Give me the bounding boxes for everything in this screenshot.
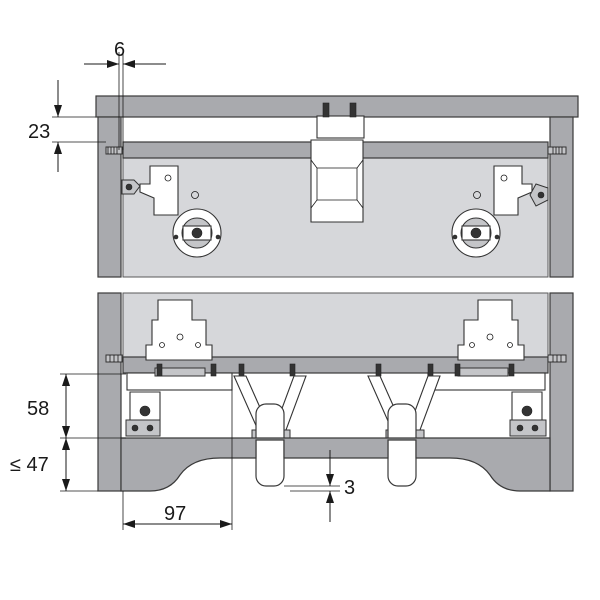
left-side-panel-lower <box>97 292 122 492</box>
left-wheel <box>255 403 285 487</box>
top-panel <box>95 95 579 118</box>
base-plinth <box>120 437 551 492</box>
right-cam-fitting <box>451 208 501 258</box>
right-castor <box>367 375 441 487</box>
left-side-panel-upper <box>97 116 122 278</box>
right-runner <box>427 367 547 437</box>
dim-top-gap: 6 <box>84 39 166 150</box>
dim-top-height: 23 <box>28 80 106 172</box>
left-runner <box>125 367 233 437</box>
right-lower-bracket <box>457 299 525 361</box>
bottom-rail-screw-left <box>105 354 123 363</box>
dim-floor-clearance-label: ≤ 47 <box>10 454 49 476</box>
bottom-rail-screw-right <box>547 354 567 363</box>
left-cam-fitting <box>172 208 222 258</box>
right-wheel <box>387 403 417 487</box>
right-side-panel-lower <box>549 292 574 492</box>
left-upper-bracket <box>121 165 199 216</box>
dim-runner-height-label: 58 <box>27 398 49 420</box>
right-side-panel-upper <box>549 116 574 278</box>
dim-floor-clearance: ≤ 47 <box>10 438 98 492</box>
rail-screw-right <box>547 146 567 155</box>
center-hanger-bracket <box>310 102 365 223</box>
dim-side-offset-label: 97 <box>164 503 186 525</box>
dim-wheel-clearance-label: 3 <box>344 477 355 499</box>
dim-top-height-label: 23 <box>28 121 50 143</box>
bottom-rail <box>122 356 549 374</box>
left-castor <box>233 375 307 487</box>
lower-cabinet <box>97 292 574 492</box>
left-lower-bracket <box>145 299 213 361</box>
dim-wheel-clearance: 3 <box>284 450 355 522</box>
dim-runner-height: 58 <box>27 373 126 439</box>
dim-side-offset: 97 <box>122 380 233 530</box>
rail-screw-left <box>105 146 123 155</box>
right-upper-bracket <box>473 165 549 216</box>
upper-cabinet <box>95 95 579 278</box>
dim-top-gap-label: 6 <box>114 39 125 61</box>
